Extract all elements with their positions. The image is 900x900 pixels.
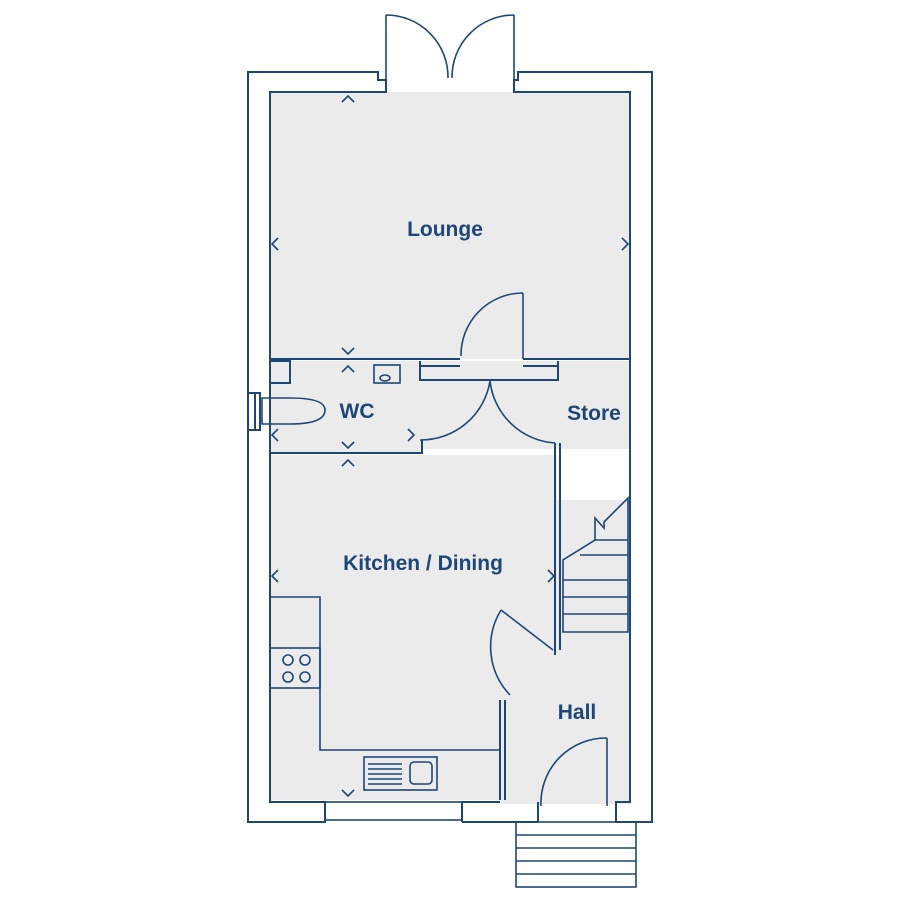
front-door: [540, 737, 608, 807]
hob-ring: [282, 671, 294, 683]
dimension-arrow: [341, 789, 355, 798]
hall-floor: [500, 500, 630, 804]
dimension-arrow: [270, 428, 279, 442]
divider-door-frame: [419, 361, 559, 381]
dimension-arrow: [341, 347, 355, 356]
room-label-wc: WC: [340, 400, 375, 423]
outer-wall-outline: [247, 71, 387, 823]
room-label-hall: Hall: [558, 701, 597, 724]
interior-walls: [248, 358, 630, 800]
hob-ring: [299, 671, 311, 683]
dimension-markers: [270, 94, 630, 798]
sink-drainer: [368, 763, 402, 785]
room-label-kitchen-dining: Kitchen / Dining: [343, 552, 503, 575]
dimension-arrow: [407, 428, 416, 442]
hob-ring: [299, 654, 311, 666]
lounge-door: [460, 292, 524, 359]
kitchen-units: [269, 596, 500, 821]
stair-outline: [562, 496, 629, 633]
dimension-arrow: [547, 569, 556, 583]
room-label-lounge: Lounge: [407, 218, 483, 241]
dimension-arrow: [341, 441, 355, 450]
hall-door: [489, 609, 554, 696]
dimension-arrow: [621, 237, 630, 251]
dimension-arrow: [341, 94, 355, 103]
french-door-left: [385, 14, 449, 80]
store-wall: [554, 443, 561, 655]
outer-wall-bottom-mid-return: [461, 801, 539, 822]
steps-outline: [515, 821, 637, 888]
dimension-arrow: [270, 237, 279, 251]
front-steps: [515, 821, 637, 888]
room-labels: Lounge WC Store Kitchen / Dining Hall: [340, 218, 621, 724]
wc-wall: [270, 440, 423, 454]
staircase: [562, 496, 629, 633]
kitchen-store-doors: [419, 380, 556, 444]
floor-areas: [270, 92, 630, 804]
lounge-floor: [270, 92, 630, 359]
basin-bowl: [379, 374, 391, 382]
kitchen-window: [324, 801, 463, 821]
basin: [373, 364, 401, 384]
sink-bowl: [409, 761, 433, 785]
french-door-right: [451, 14, 515, 80]
dimension-arrow: [341, 364, 355, 373]
toilet: [261, 397, 326, 425]
doors: [419, 292, 608, 807]
hob-ring: [282, 654, 294, 666]
lounge-divider-wall: [270, 358, 630, 384]
wc-fittings: [261, 364, 401, 425]
french-doors: [385, 14, 515, 80]
wc-floor: [270, 361, 420, 453]
room-label-store: Store: [567, 402, 621, 425]
dimension-arrow: [341, 458, 355, 467]
wc-window: [248, 392, 261, 431]
dimension-arrow: [270, 569, 279, 583]
hob: [269, 647, 321, 689]
outer-wall-right: [513, 71, 653, 823]
sink: [363, 756, 438, 791]
